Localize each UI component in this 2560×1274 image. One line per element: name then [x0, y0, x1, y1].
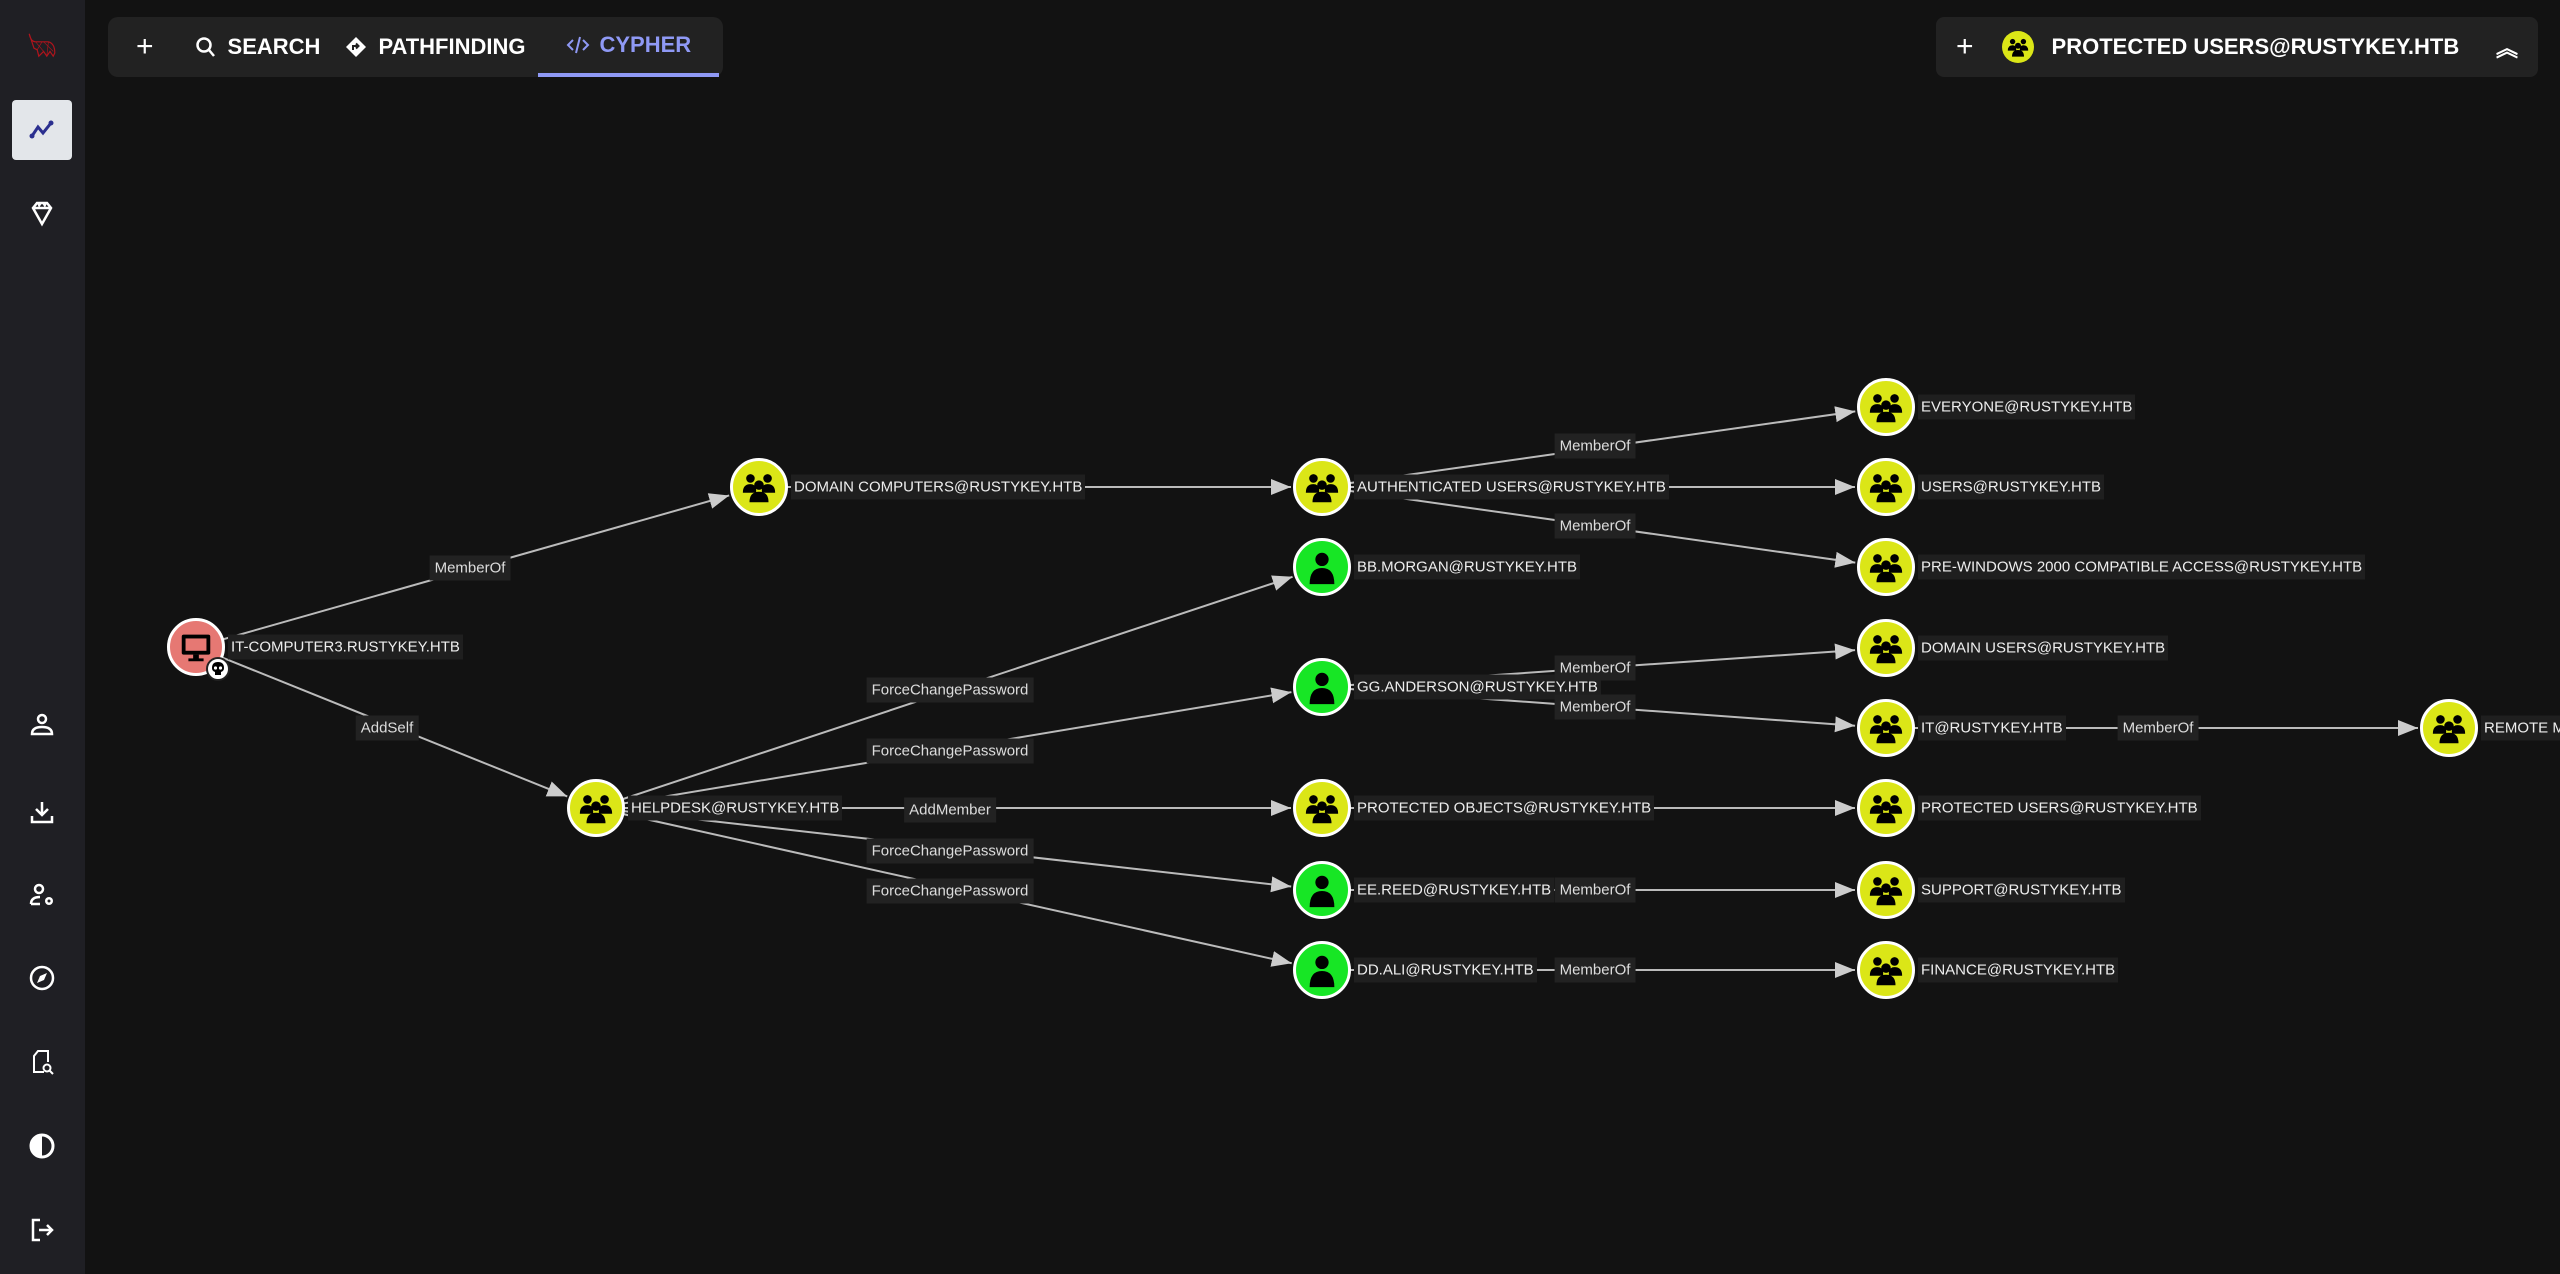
node-label: AUTHENTICATED USERS@RUSTYKEY.HTB	[1354, 474, 1669, 500]
user-node[interactable]	[1293, 861, 1351, 919]
user-settings-icon[interactable]	[12, 865, 72, 925]
edge-label[interactable]: MemberOf	[429, 555, 511, 581]
node-label: DD.ALI@RUSTYKEY.HTB	[1354, 957, 1537, 983]
node-label: DOMAIN USERS@RUSTYKEY.HTB	[1918, 635, 2169, 661]
edge-label[interactable]: MemberOf	[1554, 513, 1636, 539]
profile-icon[interactable]	[12, 695, 72, 755]
node-label: PRE-WINDOWS 2000 COMPATIBLE ACCESS@RUSTY…	[1918, 554, 2366, 580]
group-node[interactable]	[1857, 861, 1915, 919]
bloodhound-logo	[12, 15, 72, 75]
group-node[interactable]	[2420, 699, 2478, 757]
search-icon	[195, 37, 215, 57]
node-label: PROTECTED OBJECTS@RUSTYKEY.HTB	[1354, 795, 1655, 821]
node-label: REMOTE M	[2481, 715, 2560, 741]
group-node[interactable]	[1857, 378, 1915, 436]
collapse-icon[interactable]: ︽	[2495, 36, 2518, 61]
tab-label: PATHFINDING	[378, 34, 526, 59]
user-icon	[1309, 875, 1335, 908]
group-icon	[1305, 474, 1339, 503]
compass-icon[interactable]	[12, 948, 72, 1008]
group-icon	[1869, 474, 1903, 503]
sidebar	[0, 0, 85, 1274]
logout-icon[interactable]	[12, 1200, 72, 1260]
group-icon	[2001, 31, 2034, 63]
group-node[interactable]	[1857, 619, 1915, 677]
group-node[interactable]	[1293, 458, 1351, 516]
node-label: FINANCE@RUSTYKEY.HTB	[1918, 957, 2119, 983]
edge-label[interactable]: MemberOf	[1554, 655, 1636, 681]
entity-info-panel: + PROTECTED USERS@RUSTYKEY.HTB ︽	[1936, 17, 2538, 77]
file-search-icon[interactable]	[12, 1032, 72, 1092]
group-icon	[2432, 715, 2466, 744]
node-label: EE.REED@RUSTYKEY.HTB	[1354, 877, 1555, 903]
group-node[interactable]	[1857, 538, 1915, 596]
edge-label[interactable]: ForceChangePassword	[866, 838, 1034, 864]
node-label: USERS@RUSTYKEY.HTB	[1918, 474, 2104, 500]
code-icon	[566, 36, 589, 54]
node-label: DOMAIN COMPUTERS@RUSTYKEY.HTB	[791, 474, 1086, 500]
edge-label[interactable]: MemberOf	[2117, 715, 2199, 741]
skull-icon	[206, 657, 230, 681]
group-icon	[1869, 635, 1903, 664]
group-node[interactable]	[1293, 779, 1351, 837]
group-icon	[1869, 877, 1903, 906]
tab-search[interactable]: SEARCH	[182, 17, 333, 77]
group-node[interactable]	[1857, 779, 1915, 837]
download-icon[interactable]	[12, 782, 72, 842]
edge-label[interactable]: ForceChangePassword	[866, 677, 1034, 703]
directions-icon	[346, 37, 367, 57]
user-node[interactable]	[1293, 538, 1351, 596]
group-node[interactable]	[567, 779, 625, 837]
tab-label: CYPHER	[599, 32, 692, 57]
group-node[interactable]	[1857, 941, 1915, 999]
group-node[interactable]	[1857, 458, 1915, 516]
tab-pathfinding[interactable]: PATHFINDING	[332, 17, 537, 77]
edge-label[interactable]: AddSelf	[355, 715, 419, 741]
group-icon	[1305, 795, 1339, 824]
user-node[interactable]	[1293, 941, 1351, 999]
explore-graph-icon[interactable]	[12, 100, 72, 160]
node-label: SUPPORT@RUSTYKEY.HTB	[1918, 877, 2125, 903]
group-icon	[1869, 795, 1903, 824]
tab-label: SEARCH	[227, 34, 321, 59]
tab-cypher[interactable]: CYPHER	[537, 17, 720, 77]
group-icon	[1869, 957, 1903, 986]
diamond-icon[interactable]	[12, 183, 72, 243]
edge-label[interactable]: MemberOf	[1554, 877, 1636, 903]
user-icon	[1309, 955, 1335, 988]
edge-label[interactable]: ForceChangePassword	[866, 878, 1034, 904]
group-icon	[742, 474, 776, 503]
node-label: PROTECTED USERS@RUSTYKEY.HTB	[1918, 795, 2201, 821]
node-label: HELPDESK@RUSTYKEY.HTB	[628, 795, 843, 821]
edge-label[interactable]: MemberOf	[1554, 957, 1636, 983]
node-label: IT@RUSTYKEY.HTB	[1918, 715, 2066, 741]
edge-label[interactable]: ForceChangePassword	[866, 738, 1034, 764]
add-button[interactable]: +	[108, 17, 182, 77]
computer-node[interactable]	[167, 618, 230, 681]
group-icon	[1869, 554, 1903, 583]
group-icon	[579, 795, 613, 824]
plus-icon: +	[136, 30, 154, 63]
group-node[interactable]	[730, 458, 788, 516]
user-node[interactable]	[1293, 658, 1351, 716]
user-icon	[1309, 672, 1335, 705]
edge-label[interactable]: MemberOf	[1554, 433, 1636, 459]
add-button[interactable]: +	[1956, 30, 1974, 63]
edge-label[interactable]: AddMember	[904, 797, 996, 823]
panel-title: PROTECTED USERS@RUSTYKEY.HTB	[2051, 34, 2460, 59]
group-node[interactable]	[1857, 699, 1915, 757]
group-icon	[1869, 394, 1903, 423]
search-tabs: + SEARCH PATHFINDING CYPHER	[108, 17, 723, 77]
group-icon	[1869, 715, 1903, 744]
node-label: IT-COMPUTER3.RUSTYKEY.HTB	[228, 634, 463, 660]
node-label: EVERYONE@RUSTYKEY.HTB	[1918, 394, 2136, 420]
node-label: BB.MORGAN@RUSTYKEY.HTB	[1354, 554, 1580, 580]
contrast-icon[interactable]	[12, 1116, 72, 1176]
edge-label[interactable]: MemberOf	[1554, 694, 1636, 720]
user-icon	[1309, 552, 1335, 585]
